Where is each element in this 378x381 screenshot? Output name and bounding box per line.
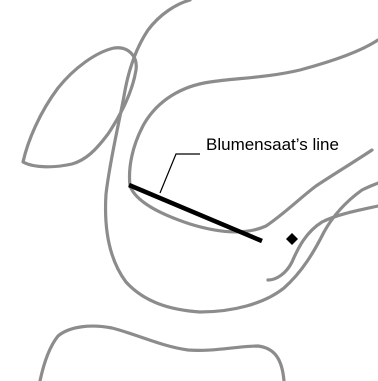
blumensaat-label: Blumensaat’s line bbox=[206, 135, 339, 154]
condyle-inner-outline bbox=[268, 206, 378, 280]
landmark-marker-icon bbox=[286, 233, 298, 245]
blumensaat-line bbox=[129, 185, 262, 241]
label-leader-line bbox=[160, 154, 200, 193]
femur-outer-outline bbox=[106, 0, 378, 312]
tibia-outline bbox=[40, 326, 284, 381]
patella-outline bbox=[23, 48, 136, 167]
